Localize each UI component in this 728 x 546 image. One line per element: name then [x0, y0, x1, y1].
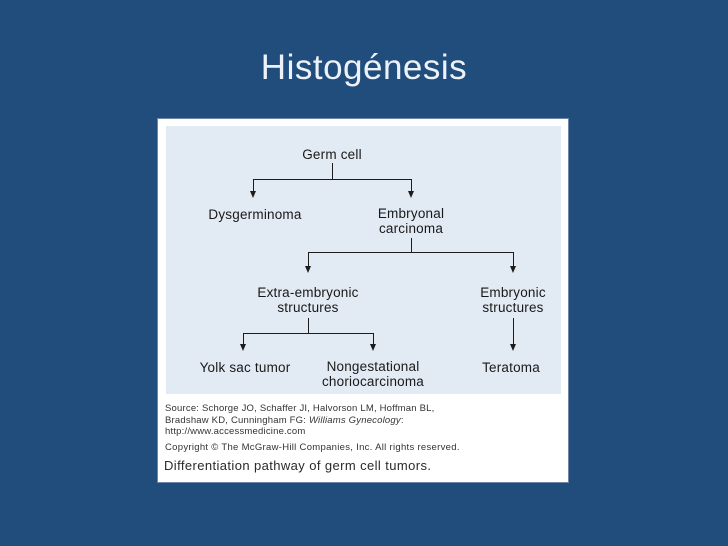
arrow-head: [510, 266, 516, 273]
node-extra-embryonic-structures: Extra-embryonic structures: [257, 285, 359, 315]
figure-frame: Germ cell Dysgerminoma Embryonal carcino…: [157, 118, 569, 483]
connector-line: [411, 238, 412, 252]
node-germ-cell: Germ cell: [302, 147, 362, 162]
connector-line: [243, 333, 244, 345]
arrow-head: [408, 191, 414, 198]
node-nongestational-choriocarcinoma: Nongestational choriocarcinoma: [321, 359, 425, 389]
node-dysgerminoma: Dysgerminoma: [208, 207, 302, 222]
node-embryonal-carcinoma: Embryonal carcinoma: [377, 206, 445, 236]
figure-source-text: Source: Schorge JO, Schaffer JI, Halvors…: [165, 403, 434, 438]
flowchart-panel: Germ cell Dysgerminoma Embryonal carcino…: [166, 126, 561, 394]
copyright-text: Copyright © The McGraw-Hill Companies, I…: [165, 442, 460, 453]
connector-line: [253, 179, 254, 192]
source-line2-prefix: Bradshaw KD, Cunningham FG:: [165, 414, 309, 426]
connector-line: [243, 333, 374, 334]
source-url: http://www.accessmedicine.com: [165, 426, 306, 437]
slide-title: Histogénesis: [260, 48, 468, 87]
node-yolk-sac-tumor: Yolk sac tumor: [199, 360, 291, 375]
connector-line: [308, 318, 309, 333]
source-line2-suffix: :: [400, 414, 404, 426]
source-line1: Source: Schorge JO, Schaffer JI, Halvors…: [165, 403, 435, 414]
connector-line: [411, 179, 412, 192]
node-embryonic-structures: Embryonic structures: [480, 285, 546, 315]
connector-line: [332, 163, 333, 179]
connector-line: [253, 179, 412, 180]
arrow-head: [510, 344, 516, 351]
connector-line: [308, 252, 514, 253]
connector-line: [513, 318, 514, 345]
arrow-head: [250, 191, 256, 198]
source-book-title: Williams Gynecology: [308, 414, 401, 426]
connector-line: [308, 252, 309, 267]
arrow-head: [370, 344, 376, 351]
node-teratoma: Teratoma: [482, 360, 540, 375]
figure-caption: Differentiation pathway of germ cell tum…: [164, 458, 432, 473]
connector-line: [373, 333, 374, 345]
connector-line: [513, 252, 514, 267]
arrow-head: [305, 266, 311, 273]
arrow-head: [240, 344, 246, 351]
